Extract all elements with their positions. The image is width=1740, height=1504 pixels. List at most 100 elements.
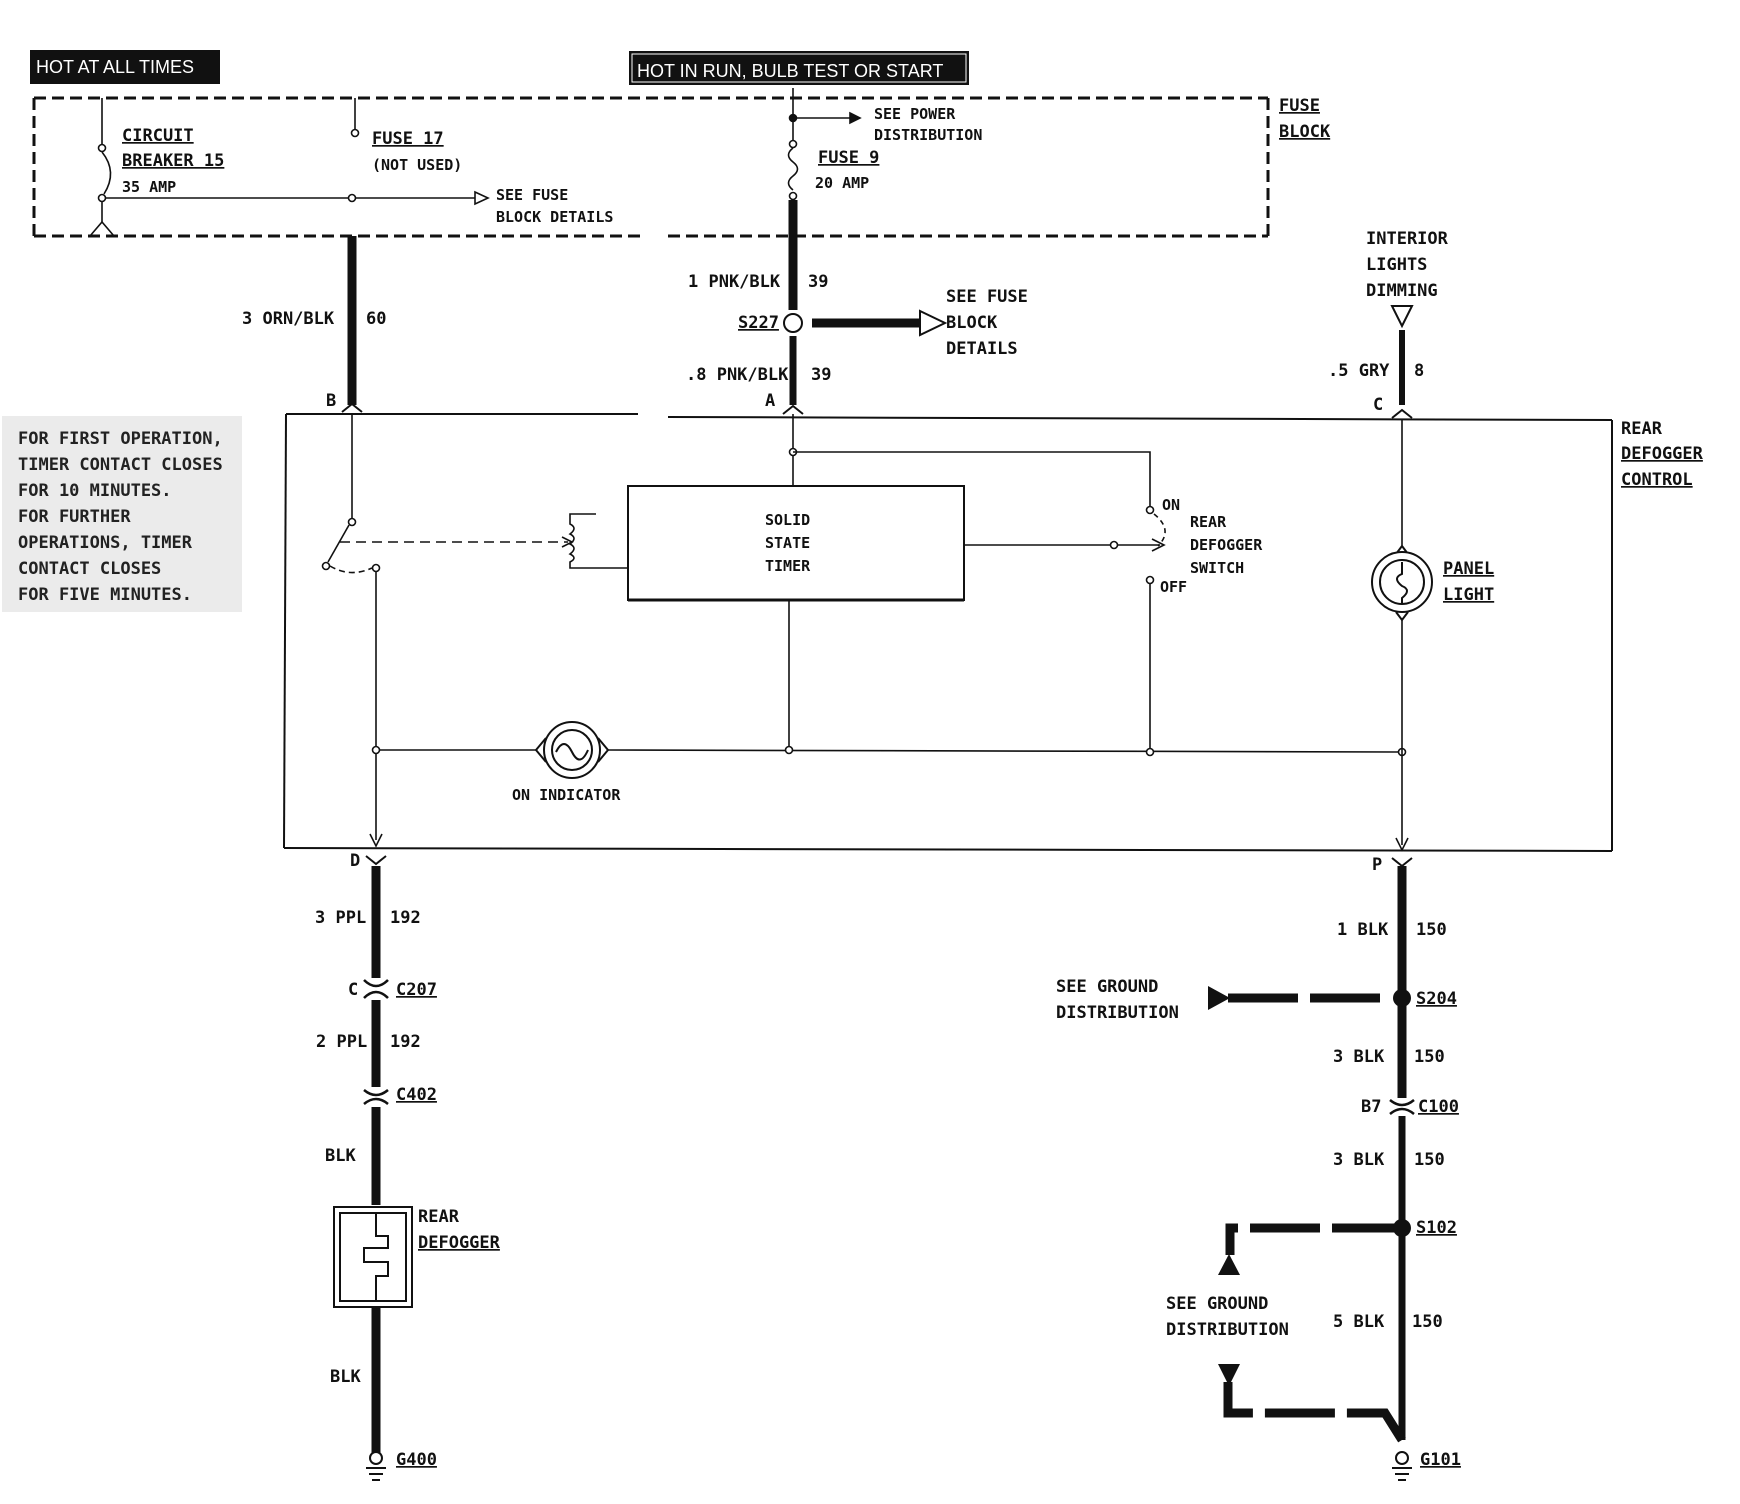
control-title-3: CONTROL bbox=[1621, 470, 1693, 490]
wire-blk-3a-circuit: 150 bbox=[1414, 1047, 1445, 1067]
note-line-7: FOR FIVE MINUTES. bbox=[18, 585, 192, 605]
wires-upper bbox=[347, 200, 1405, 405]
wire-blk-3a-label: 3 BLK bbox=[1333, 1047, 1385, 1067]
s227-label: S227 bbox=[738, 313, 779, 333]
control-title-1: REAR bbox=[1621, 419, 1663, 439]
wire-pnk-blk-1-label: 1 PNK/BLK bbox=[688, 272, 781, 292]
s102-label: S102 bbox=[1416, 1218, 1457, 1238]
ground-g101-icon bbox=[1392, 1451, 1412, 1481]
switch-label-2: DEFOGGER bbox=[1190, 536, 1263, 554]
note-line-2: TIMER CONTACT CLOSES bbox=[18, 455, 223, 475]
c402-label: C402 bbox=[396, 1085, 437, 1105]
connector-c402-icon bbox=[363, 1089, 389, 1105]
wire-pnk-blk-8-circuit: 39 bbox=[811, 365, 831, 385]
wire-gry-circuit: 8 bbox=[1414, 361, 1424, 381]
control-title-2: DEFOGGER bbox=[1621, 444, 1704, 464]
interior-lights-1: INTERIOR bbox=[1366, 229, 1449, 249]
pin-d: D bbox=[350, 851, 360, 871]
fuse-block-title-2: BLOCK bbox=[1279, 122, 1331, 142]
timer-label-1: SOLID bbox=[765, 511, 810, 529]
wire-pnk-blk-1-circuit: 39 bbox=[808, 272, 828, 292]
circuit-breaker-15 bbox=[89, 98, 350, 237]
switch-label-3: SWITCH bbox=[1190, 559, 1244, 577]
on-indicator-icon bbox=[535, 721, 610, 779]
pin-a: A bbox=[765, 391, 775, 411]
rear-defogger-label-2: DEFOGGER bbox=[418, 1233, 501, 1253]
wire-blk-3b-circuit: 150 bbox=[1414, 1150, 1445, 1170]
wire-blk-1-label: 1 BLK bbox=[1337, 920, 1389, 940]
splice-s227 bbox=[783, 309, 948, 337]
connector-c207-icon bbox=[363, 979, 389, 999]
c100-pin: B7 bbox=[1361, 1097, 1381, 1117]
wire-ppl-3-label: 3 PPL bbox=[315, 908, 366, 928]
fuse-17-label: FUSE 17 bbox=[372, 129, 444, 149]
pin-b: B bbox=[326, 391, 336, 411]
on-indicator-label: ON INDICATOR bbox=[512, 786, 621, 804]
wire-orn-blk-circuit: 60 bbox=[366, 309, 386, 329]
timer-note: FOR FIRST OPERATION, TIMER CONTACT CLOSE… bbox=[2, 416, 242, 612]
see-power-2: DISTRIBUTION bbox=[874, 126, 982, 144]
control-internal-wiring bbox=[321, 414, 1409, 852]
arrow-see-fuse-block-details bbox=[347, 190, 490, 206]
connector-c100-icon bbox=[1389, 1099, 1415, 1115]
fuse-block-title-1: FUSE bbox=[1279, 96, 1320, 116]
panel-light-bulb-icon bbox=[1371, 545, 1433, 622]
fuse-17 bbox=[350, 98, 360, 138]
see-power-1: SEE POWER bbox=[874, 105, 956, 123]
wire-blk-3b-label: 3 BLK bbox=[1333, 1150, 1385, 1170]
s204-label: S204 bbox=[1416, 989, 1457, 1009]
circuit-breaker-label-1: CIRCUIT bbox=[122, 126, 194, 146]
pin-p: P bbox=[1372, 855, 1382, 875]
note-line-1: FOR FIRST OPERATION, bbox=[18, 429, 223, 449]
banner-hot-at-all-times-text: HOT AT ALL TIMES bbox=[36, 57, 194, 77]
fuse-17-note: (NOT USED) bbox=[372, 156, 462, 174]
see-ground-1a: SEE GROUND bbox=[1056, 977, 1158, 997]
switch-off-label: OFF bbox=[1160, 578, 1187, 596]
wire-pnk-blk-8-label: .8 PNK/BLK bbox=[686, 365, 789, 385]
see-fuse-s227-2: BLOCK bbox=[946, 313, 998, 333]
arrow-s102-up bbox=[1218, 1254, 1240, 1275]
note-line-6: CONTACT CLOSES bbox=[18, 559, 161, 579]
wire-ppl-2-circuit: 192 bbox=[390, 1032, 421, 1052]
wire-gry-label: .5 GRY bbox=[1328, 361, 1390, 381]
banner-hot-in-run-text: HOT IN RUN, BULB TEST OR START bbox=[637, 61, 943, 81]
note-line-5: OPERATIONS, TIMER bbox=[18, 533, 193, 553]
timer-label-3: TIMER bbox=[765, 557, 811, 575]
splice-s102 bbox=[1218, 1219, 1411, 1386]
fuse-9-label: FUSE 9 bbox=[818, 148, 879, 168]
panel-light-label-1: PANEL bbox=[1443, 559, 1494, 579]
rear-defogger-grid-icon bbox=[333, 1206, 413, 1308]
wire-blk-b-label: BLK bbox=[330, 1367, 361, 1387]
circuit-breaker-rating: 35 AMP bbox=[122, 178, 176, 196]
rear-defogger-label-1: REAR bbox=[418, 1207, 460, 1227]
interior-lights-3: DIMMING bbox=[1366, 281, 1438, 301]
arrow-s204 bbox=[1208, 986, 1230, 1010]
see-ground-1b: DISTRIBUTION bbox=[1056, 1003, 1179, 1023]
arrow-s102-down bbox=[1218, 1364, 1240, 1386]
interior-lights-arrow bbox=[1390, 305, 1414, 329]
wire-ppl-3-circuit: 192 bbox=[390, 908, 421, 928]
c100-label: C100 bbox=[1418, 1097, 1459, 1117]
see-ground-2b: DISTRIBUTION bbox=[1166, 1320, 1289, 1340]
g400-label: G400 bbox=[396, 1450, 437, 1470]
wire-blk-5-circuit: 150 bbox=[1412, 1312, 1443, 1332]
g101-label: G101 bbox=[1420, 1450, 1461, 1470]
ground-g400-icon bbox=[366, 1451, 386, 1481]
rear-defogger-control-box bbox=[283, 413, 1613, 852]
switch-on-label: ON bbox=[1162, 496, 1180, 514]
wire-blk-1-circuit: 150 bbox=[1416, 920, 1447, 940]
solid-state-timer bbox=[627, 485, 965, 602]
wire-blk-a-label: BLK bbox=[325, 1146, 356, 1166]
see-fuse-s227-3: DETAILS bbox=[946, 339, 1018, 359]
see-fuse-block-details-1: SEE FUSE bbox=[496, 186, 568, 204]
timer-label-2: STATE bbox=[765, 534, 810, 552]
arrow-s227 bbox=[919, 309, 948, 337]
see-fuse-block-details-2: BLOCK DETAILS bbox=[496, 208, 613, 226]
fuse-9-rating: 20 AMP bbox=[815, 174, 869, 192]
banner-hot-at-all-times: HOT AT ALL TIMES bbox=[30, 50, 220, 84]
wires-lower-right bbox=[1223, 866, 1407, 1443]
wire-blk-5-label: 5 BLK bbox=[1333, 1312, 1385, 1332]
circuit-breaker-label-2: BREAKER 15 bbox=[122, 151, 224, 171]
pin-c: C bbox=[1373, 395, 1383, 415]
connector-ticks bbox=[341, 402, 1413, 868]
